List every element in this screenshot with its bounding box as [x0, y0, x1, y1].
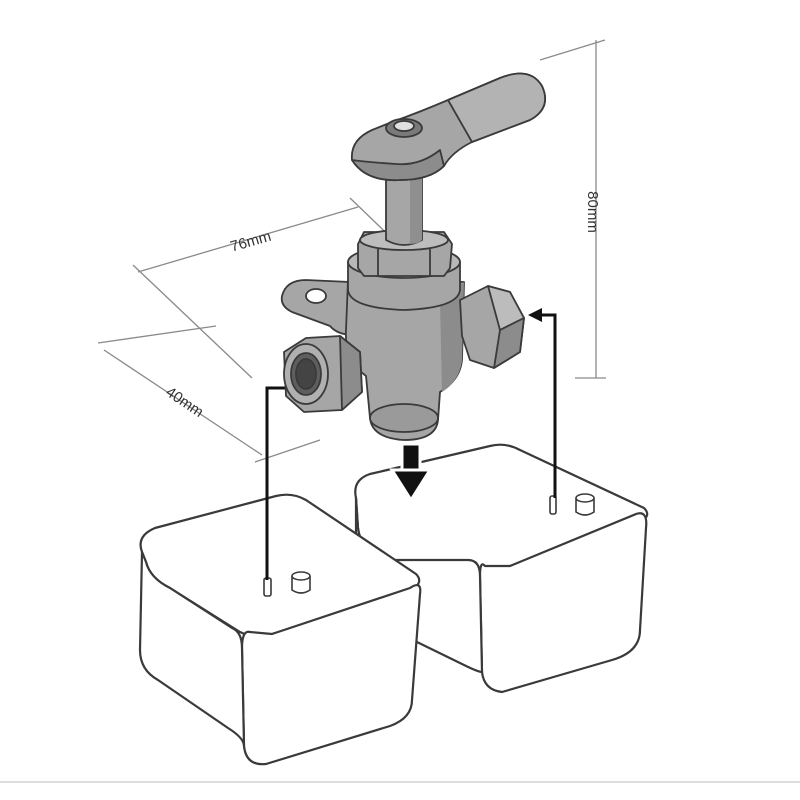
flow-arrows	[265, 308, 557, 580]
width-dimension-label: 76mm	[228, 228, 273, 256]
three-way-valve	[280, 72, 546, 441]
dimension-lines	[97, 39, 606, 463]
tank-right-fittings	[549, 493, 595, 516]
height-dimension-label: 80mm	[584, 191, 601, 233]
flow-line-right	[538, 313, 557, 498]
arrow-down-icon	[389, 442, 433, 503]
flow-line-left	[265, 386, 292, 580]
arrow-left-icon	[528, 308, 542, 322]
depth-dimension-label: 40mm	[162, 384, 206, 421]
tank-left-fittings	[263, 571, 311, 597]
fuel-tank-left	[138, 493, 422, 766]
fuel-tank-right	[354, 443, 649, 694]
